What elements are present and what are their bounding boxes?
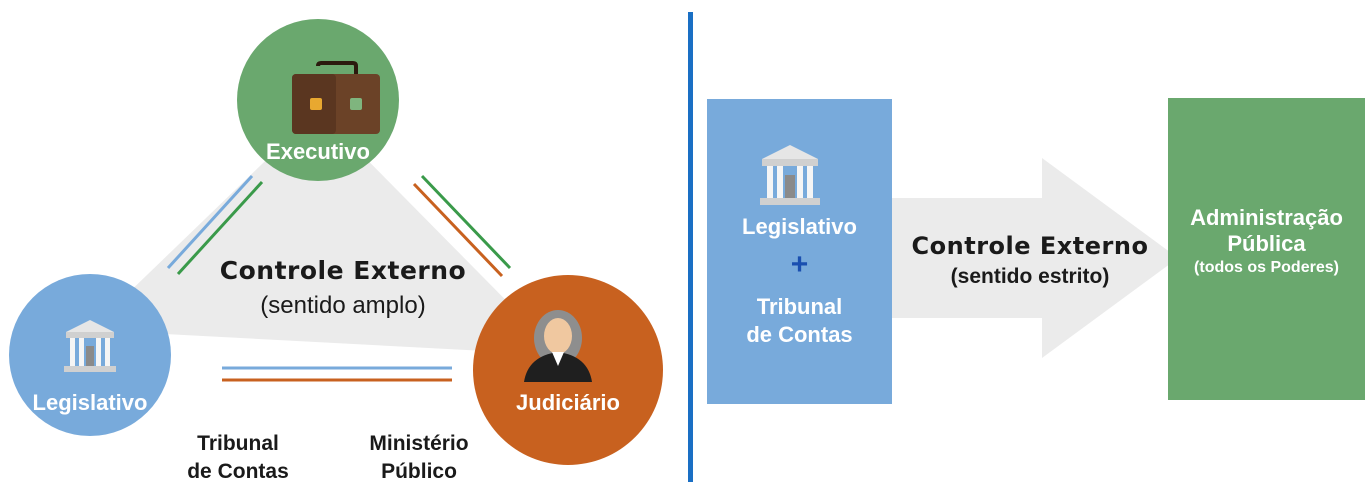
arrow-shape: [890, 158, 1178, 358]
box-legislativo-label: Legislativo: [742, 214, 857, 239]
administracao-box: [1168, 98, 1365, 400]
connector-green-left: [176, 180, 264, 276]
ministerio-line-1: Ministério: [369, 432, 469, 455]
tribunal-line-1: Tribunal: [197, 432, 279, 455]
center-subtitle: (sentido amplo): [260, 292, 426, 319]
box-tribunal-line-1: Tribunal: [756, 294, 843, 319]
center-title: Controle Externo: [219, 256, 467, 285]
administracao-line-1: Administração: [1190, 205, 1343, 230]
arrow-title: Controle Externo: [911, 232, 1149, 260]
executivo-label: Executivo: [266, 139, 370, 164]
tribunal-line-2: de Contas: [187, 460, 289, 483]
arrow-subtitle: (sentido estrito): [950, 265, 1110, 288]
box-tribunal-label: Tribunal de Contas: [707, 293, 892, 349]
tribunal-caption: Tribunal de Contas: [178, 430, 298, 486]
building-icon-left: [64, 320, 116, 372]
box-tribunal-line-2: de Contas: [746, 322, 853, 347]
building-icon-right: [760, 145, 820, 205]
administracao-label: Administração Pública (todos os Poderes): [1168, 205, 1365, 279]
ministerio-caption: Ministério Público: [354, 430, 484, 486]
legislativo-label: Legislativo: [32, 390, 148, 415]
connector-orange-right: [412, 182, 504, 278]
ministerio-line-2: Público: [381, 460, 457, 483]
briefcase-icon: [292, 61, 380, 134]
triangle-background: [90, 110, 560, 355]
administracao-line-3: (todos os Poderes): [1194, 259, 1339, 276]
box-plus: +: [790, 248, 809, 281]
connector-green-right: [420, 174, 512, 270]
connector-blue-left: [166, 174, 254, 270]
judiciario-label: Judiciário: [516, 390, 620, 415]
divider: [688, 12, 693, 482]
judge-icon: [524, 310, 592, 382]
administracao-line-2: Pública: [1227, 231, 1306, 256]
